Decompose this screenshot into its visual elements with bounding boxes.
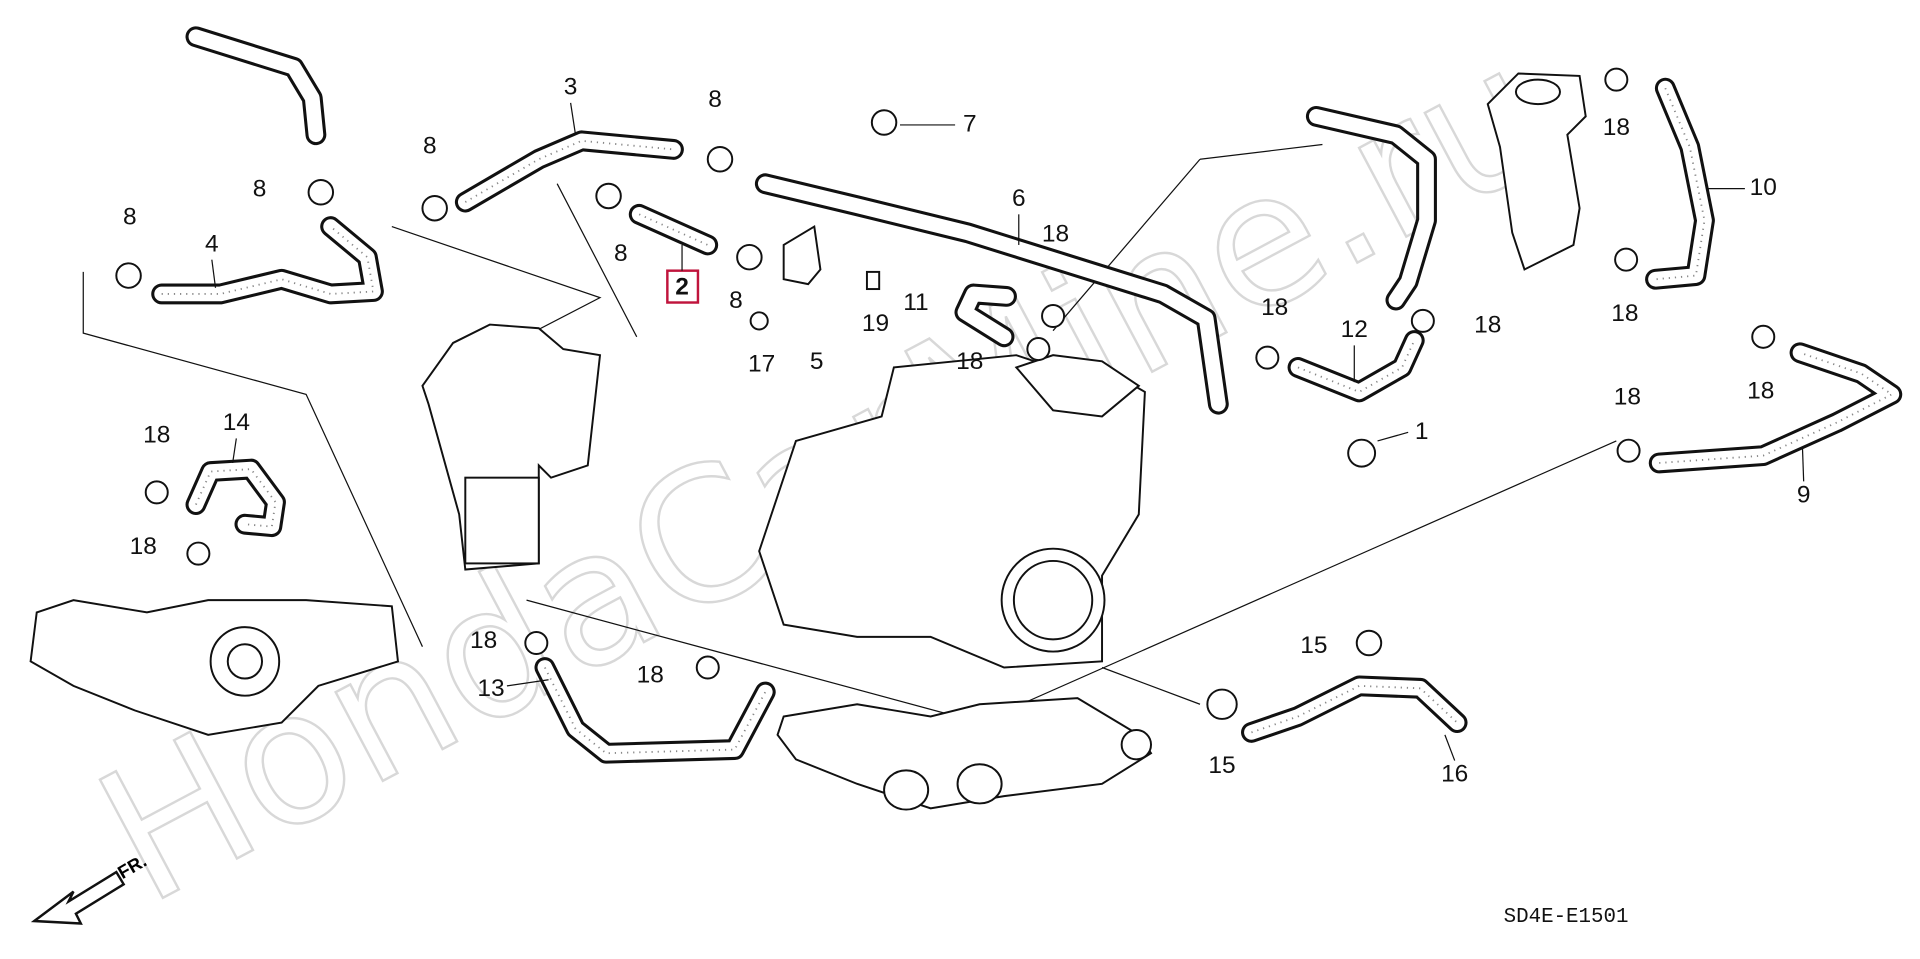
arrow-icon [30, 870, 126, 925]
callout-16[interactable]: 16 [1441, 761, 1468, 788]
idle-air-valve [421, 323, 602, 571]
thermostat-housing [29, 599, 400, 736]
callout-8[interactable]: 8 [614, 240, 628, 267]
callout-11[interactable]: 11 [903, 289, 928, 316]
callout-18[interactable]: 18 [470, 627, 497, 654]
callout-18[interactable]: 18 [1261, 294, 1288, 321]
hose-11 [954, 283, 1017, 348]
callout-18[interactable]: 18 [1611, 300, 1638, 327]
hose-13 [534, 657, 776, 764]
callout-19[interactable]: 19 [862, 310, 889, 337]
hose-10 [1645, 77, 1715, 290]
callouts: 3 8 7 8 8 8 4 8 2 8 17 5 19 6 18 11 18 1… [123, 74, 1811, 788]
hose-14 [185, 458, 286, 538]
callout-14[interactable]: 14 [223, 409, 250, 436]
callout-15[interactable]: 15 [1208, 752, 1235, 779]
throttle-body [1000, 547, 1106, 653]
callout-18[interactable]: 18 [1747, 377, 1774, 404]
callout-18[interactable]: 18 [1474, 311, 1501, 338]
upper-pipe [185, 26, 1437, 311]
hose-9 [1648, 342, 1903, 474]
callout-2[interactable]: 2 [675, 273, 689, 300]
callout-17[interactable]: 17 [748, 350, 775, 377]
hose-12 [1287, 330, 1425, 403]
callout-8[interactable]: 8 [729, 287, 743, 314]
callout-8[interactable]: 8 [423, 132, 437, 159]
callout-5[interactable]: 5 [810, 348, 824, 375]
callout-3[interactable]: 3 [564, 74, 578, 101]
callout-18[interactable]: 18 [637, 662, 664, 689]
hose-4 [151, 216, 384, 305]
callout-1[interactable]: 1 [1415, 418, 1429, 445]
hose-3 [454, 130, 684, 213]
callout-18[interactable]: 18 [143, 421, 170, 448]
callout-18[interactable]: 18 [1603, 114, 1630, 141]
callout-9[interactable]: 9 [1797, 482, 1811, 509]
callout-13[interactable]: 13 [477, 675, 504, 702]
hose-16 [1241, 675, 1468, 743]
diagram-code: SD4E-E1501 [1504, 906, 1629, 929]
callout-8[interactable]: 8 [253, 175, 267, 202]
callout-10[interactable]: 10 [1750, 174, 1777, 201]
callout-6[interactable]: 6 [1012, 185, 1026, 212]
front-arrow: FR. [30, 850, 150, 925]
water-pipe-6 [754, 173, 1229, 415]
callout-8[interactable]: 8 [123, 203, 137, 230]
callout-15[interactable]: 15 [1300, 632, 1327, 659]
callout-8[interactable]: 8 [708, 86, 722, 113]
callout-12[interactable]: 12 [1341, 316, 1368, 343]
bypass-valve [1486, 72, 1587, 271]
callout-4[interactable]: 4 [205, 230, 219, 257]
callout-18[interactable]: 18 [1614, 384, 1641, 411]
callout-18[interactable]: 18 [956, 348, 983, 375]
callout-18[interactable]: 18 [130, 533, 157, 560]
water-outlet [776, 697, 1153, 811]
hose-2[interactable] [628, 203, 719, 256]
callout-7[interactable]: 7 [963, 110, 977, 137]
hose-clamps [115, 67, 1776, 720]
callout-18[interactable]: 18 [1042, 221, 1069, 248]
